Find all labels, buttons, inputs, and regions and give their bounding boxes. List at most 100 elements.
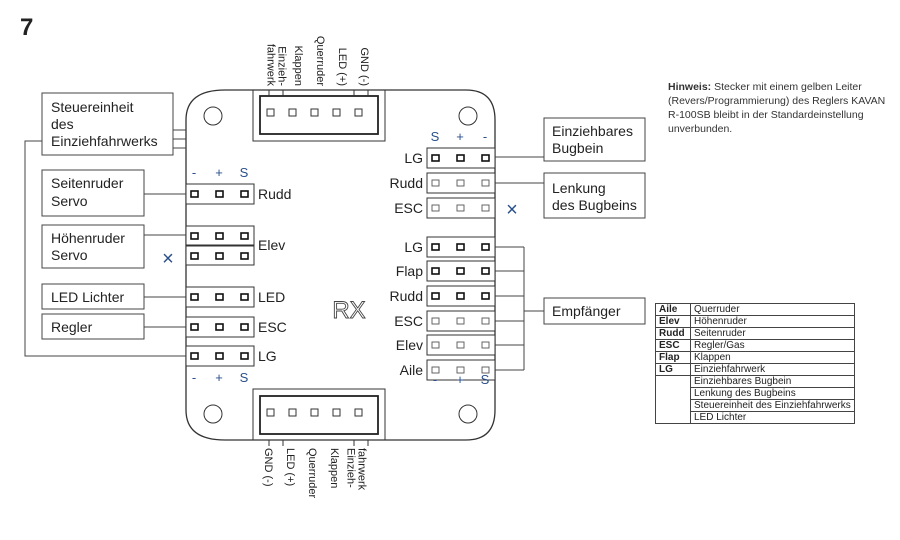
header-rudd: Rudd (390, 172, 496, 194)
header-pin (240, 252, 249, 260)
header-outline (426, 334, 496, 356)
header-elev: Elev (396, 334, 496, 356)
callout-lenkung: Lenkung des Bugbeins (543, 172, 646, 219)
header-lg: LG (185, 345, 277, 367)
svg-text:Lenkung: Lenkung (552, 180, 606, 196)
svg-text:LED Lichter: LED Lichter (51, 289, 124, 305)
header-esc: ESC (394, 197, 496, 219)
header-flap: Flap (396, 260, 496, 282)
header-pin (190, 252, 199, 260)
svg-text:Servo: Servo (51, 193, 88, 209)
header-pin (190, 352, 199, 360)
header-aile: Aile (400, 359, 496, 381)
header-outline (426, 172, 496, 194)
legend-abbr (655, 399, 691, 412)
legend-abbr: LG (655, 363, 691, 376)
svg-text:Steuereinheit: Steuereinheit (51, 99, 134, 115)
header-pin (481, 292, 490, 300)
port-label: Rudd (390, 288, 423, 304)
connector-label: Einzieh- (276, 46, 288, 86)
header-pin (431, 154, 440, 162)
header-pin (456, 292, 465, 300)
header-outline (185, 345, 255, 367)
svg-text:Regler: Regler (51, 319, 93, 335)
board-outline (185, 89, 496, 441)
polarity-label: + (215, 165, 223, 180)
port-label: LED (258, 289, 285, 305)
polarity-label: S (481, 372, 490, 387)
header-pin (215, 252, 224, 260)
connector-pin (332, 108, 341, 117)
header-pin (190, 232, 199, 240)
header-pin (456, 341, 465, 349)
header-rudd: Rudd (390, 285, 496, 307)
header-pin (456, 366, 465, 374)
header-pin (481, 267, 490, 275)
connector-pin (332, 408, 341, 417)
connector-pin (288, 408, 297, 417)
header-pin (240, 190, 249, 198)
legend-desc: Regler/Gas (690, 339, 855, 352)
header-rudd: Rudd (185, 183, 291, 205)
header-pin (431, 317, 440, 325)
callout-seitenruder: Seitenruder Servo (41, 169, 145, 217)
header-pin (190, 293, 199, 301)
polarity-label: + (215, 370, 223, 385)
port-label: Rudd (390, 175, 423, 191)
connector-label: Querruder (306, 448, 318, 498)
note-title: Hinweis: (668, 81, 712, 93)
header-lg: LG (404, 147, 496, 169)
bottom-connector (252, 388, 386, 446)
header-outline (426, 147, 496, 169)
polarity-label: - (433, 372, 437, 387)
header-pin (456, 267, 465, 275)
legend-abbr (655, 411, 691, 424)
header-pin (240, 323, 249, 331)
connector-label: GND (-) (358, 48, 370, 87)
header-led: LED (185, 286, 285, 308)
header-pin (456, 317, 465, 325)
connector-label: fahrwerk (265, 44, 277, 87)
legend-row: Lenkung des Bugbeins (655, 387, 855, 400)
connector-label: GND (-) (262, 448, 274, 487)
legend-desc: Einziehbares Bugbein (690, 375, 855, 388)
header-pin (456, 204, 465, 212)
connector-pin (288, 108, 297, 117)
header-lg: LG (404, 236, 496, 258)
callout-hoehenruder: Höhenruder Servo (41, 224, 145, 269)
svg-text:Höhenruder: Höhenruder (51, 230, 125, 246)
svg-text:Bugbein: Bugbein (552, 140, 603, 156)
svg-text:Einziehbares: Einziehbares (552, 123, 633, 139)
header-esc: ESC (394, 310, 496, 332)
mounting-hole (203, 404, 223, 424)
header-pin (431, 267, 440, 275)
port-label: LG (258, 348, 277, 364)
polarity-label: S (240, 370, 249, 385)
header-pin (431, 204, 440, 212)
connector-label: LED (+) (284, 448, 296, 486)
callout-bugbein: Einziehbares Bugbein (543, 117, 646, 162)
header-pin (481, 204, 490, 212)
header-elev: Elev (185, 225, 285, 266)
wire-steuereinheit-lg (24, 140, 186, 357)
port-label: Aile (400, 362, 424, 378)
header-outline (426, 260, 496, 282)
connector-pin (310, 108, 319, 117)
port-label: Flap (396, 263, 423, 279)
top-connector (252, 89, 386, 142)
legend-row: Steuereinheit des Einziehfahrwerks (655, 399, 855, 412)
connector-label: LED (+) (336, 48, 348, 86)
callout-regler: Regler (41, 313, 145, 340)
legend-abbr: Flap (655, 351, 691, 364)
polarity-label: + (456, 129, 464, 144)
connector-label: Klappen (292, 46, 304, 86)
header-pin (431, 341, 440, 349)
legend-abbr (655, 375, 691, 388)
svg-text:Seitenruder: Seitenruder (51, 175, 124, 191)
header-pin (215, 323, 224, 331)
legend-abbr: ESC (655, 339, 691, 352)
header-pin (456, 154, 465, 162)
